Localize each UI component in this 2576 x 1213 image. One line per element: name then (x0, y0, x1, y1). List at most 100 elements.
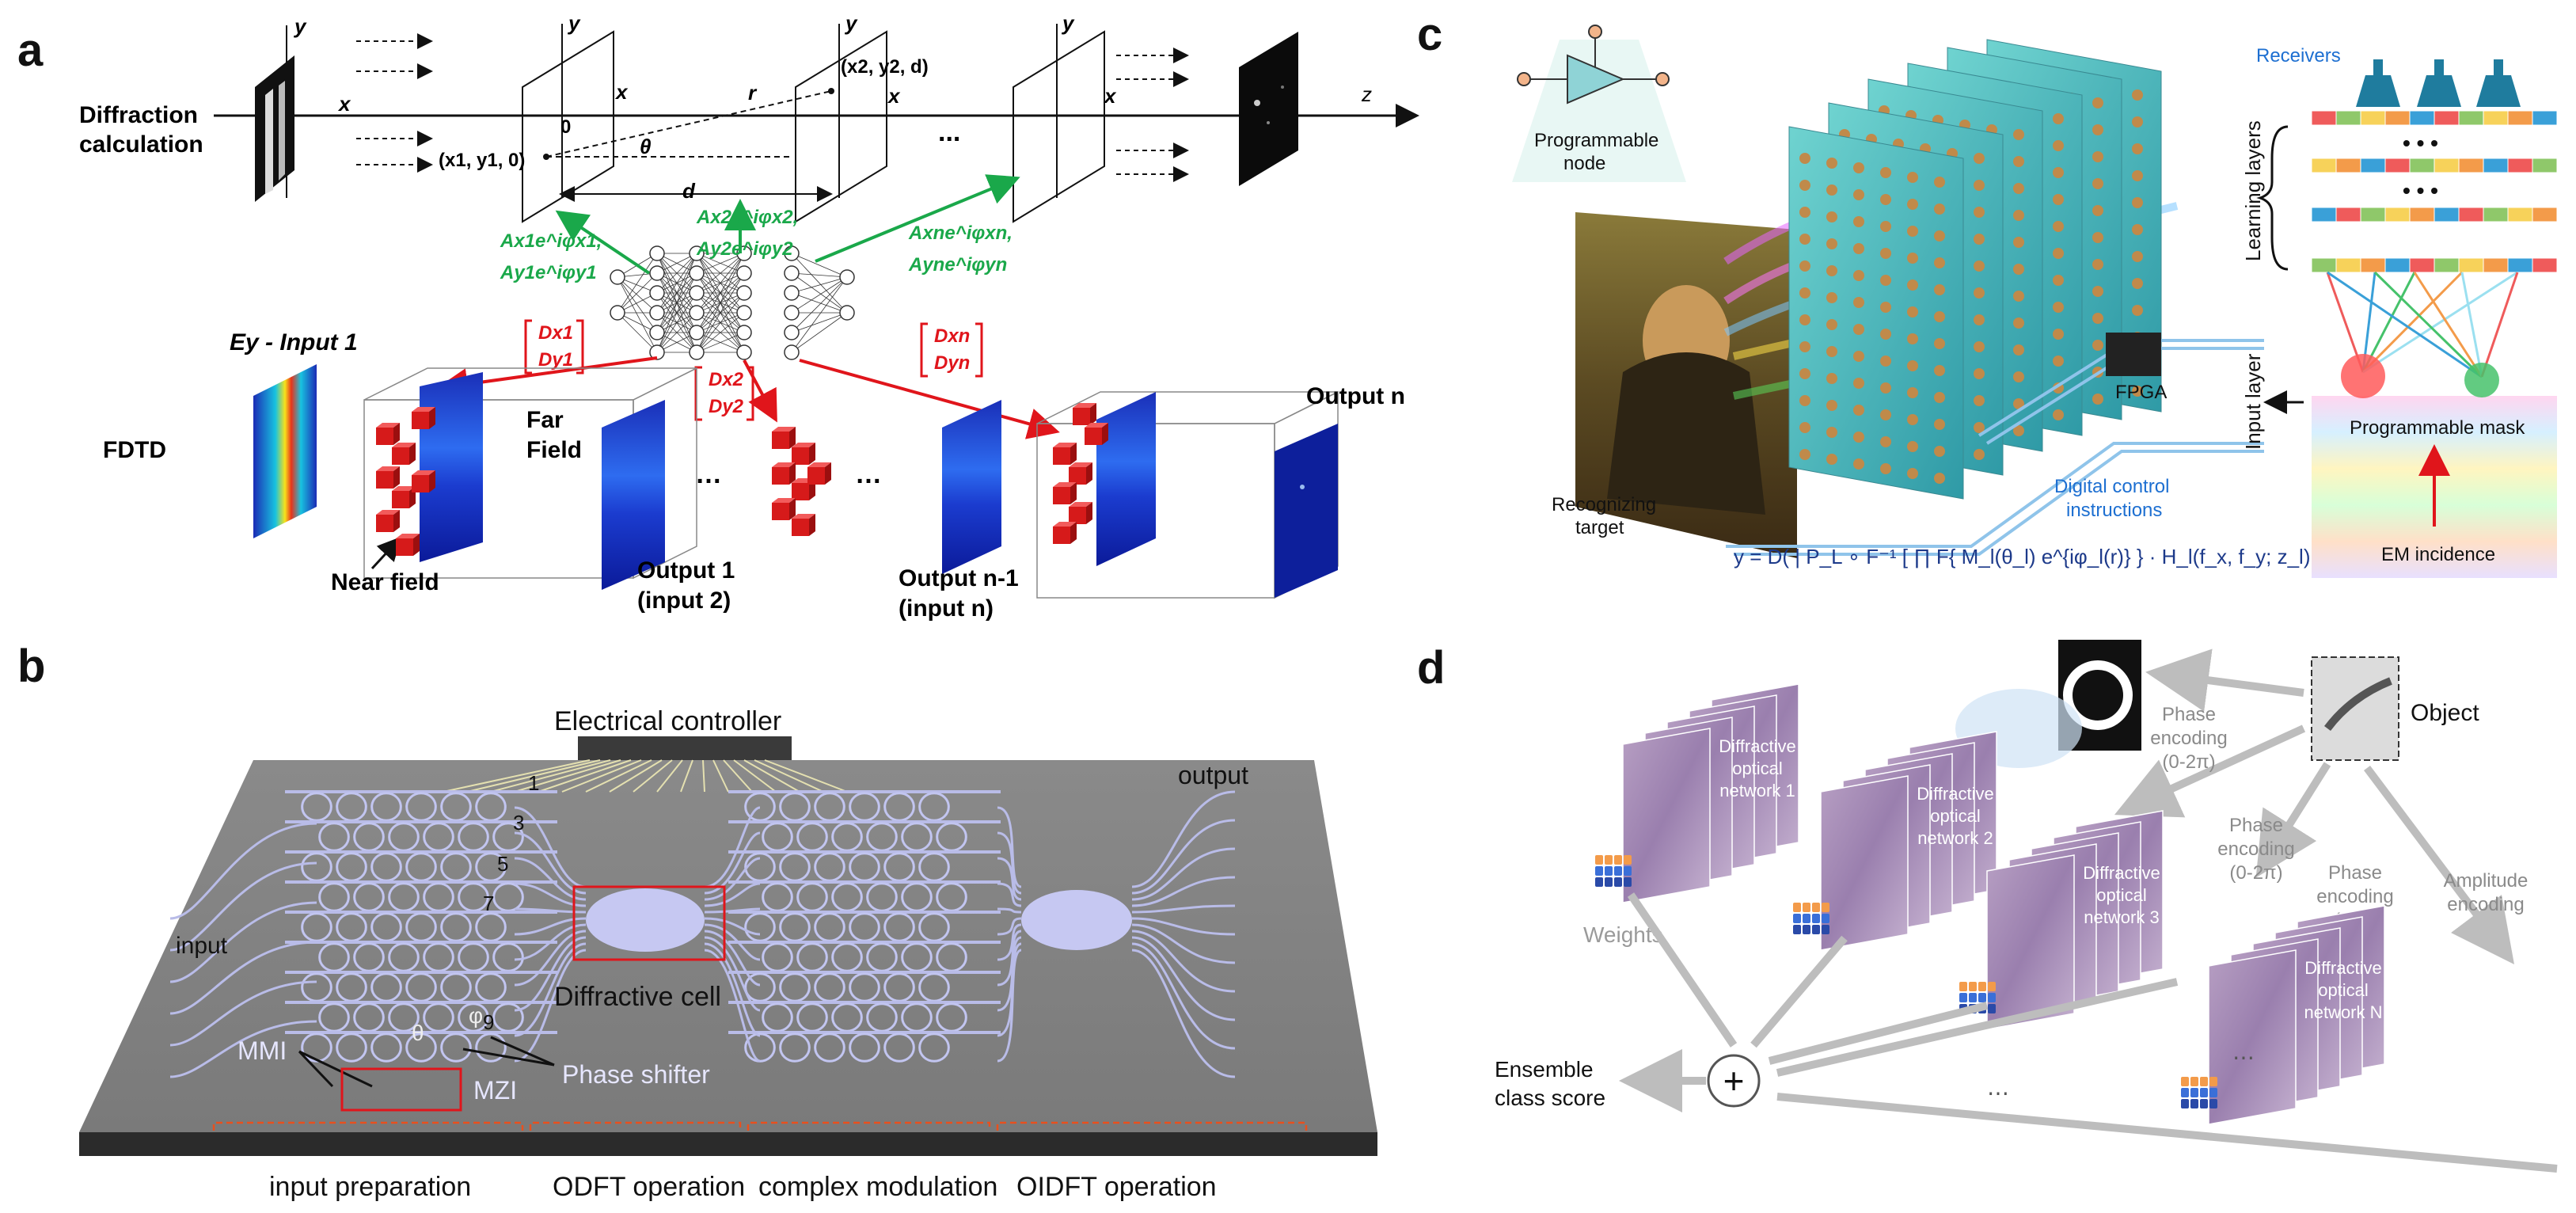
dots-2: … (855, 459, 882, 489)
panel-label-c: c (1417, 9, 1443, 60)
network-label: network 2 (1917, 828, 1993, 848)
point-2-label: (x2, y2, d) (841, 56, 929, 78)
diffractive-cell-2 (1021, 890, 1132, 950)
digital-control-label-1: Digital control (2054, 476, 2169, 497)
mmi-label: MMI (237, 1036, 287, 1065)
complex-modulation-mesh (728, 790, 1001, 1063)
digital-control-label-2: instructions (2066, 500, 2162, 521)
row-number-5: 5 (497, 852, 508, 876)
svg-text:x: x (1103, 84, 1117, 108)
fdtd-label: FDTD (103, 437, 166, 463)
programmable-node-label-2: node (1563, 153, 1605, 174)
panel-label-a: a (17, 25, 44, 76)
row-number-1: 1 (528, 771, 539, 795)
green-label-2a: Ax2e^iφx2, (696, 207, 798, 228)
fan-out-waveguides (169, 790, 1236, 1078)
svg-text:(0-2π): (0-2π) (2162, 751, 2215, 773)
green-label-1a: Ax1e^iφx1, (500, 230, 602, 252)
recognizing-target-label-2: target (1575, 517, 1624, 538)
stage-odft: ODFT operation (553, 1172, 745, 1202)
output-1-label: Output 1 (637, 557, 735, 584)
network-label: network 1 (1719, 781, 1795, 800)
svg-text:y: y (293, 14, 307, 38)
input-pattern-image: y x (255, 14, 351, 202)
point-1-label: (x1, y1, 0) (439, 150, 525, 171)
red-label-na: Dxn (934, 325, 970, 347)
input-layer-label: Input layer (2241, 353, 2265, 450)
near-field-image (420, 372, 483, 562)
green-label-nb: Ayne^iφyn (908, 254, 1007, 276)
neural-network-diagram (610, 245, 855, 360)
fpga-chip (2106, 333, 2161, 376)
input-preparation-mesh (285, 790, 557, 1063)
programmable-mask-label: Programmable mask (2350, 417, 2525, 439)
row-number-9: 9 (483, 1010, 494, 1034)
panel-a-diffraction: z y x y x 0 (x1, y1 (0, 0, 1425, 633)
red-label-1b: Dy1 (538, 349, 573, 371)
output-n-1-image (942, 400, 1001, 574)
network-label: network 3 (2084, 907, 2159, 927)
green-label-na: Axne^iφxn, (908, 222, 1013, 244)
diffraction-plane-3 (1005, 24, 1105, 223)
red-label-1a: Dx1 (538, 322, 573, 344)
row-number-3: 3 (513, 811, 524, 835)
mzi-label: MZI (473, 1076, 517, 1105)
svg-text:• • •: • • • (2403, 131, 2438, 155)
dots-1: … (695, 459, 722, 489)
svg-text:x: x (614, 80, 629, 104)
svg-text:encoding: encoding (2316, 886, 2393, 907)
network-label: Diffractive (1917, 784, 1993, 804)
ensemble-label-1: Ensemble (1495, 1057, 1594, 1082)
object-image (2311, 656, 2399, 761)
svg-text:(0-2π): (0-2π) (2229, 862, 2282, 884)
svg-text:r: r (748, 81, 758, 105)
svg-text:0: 0 (560, 116, 571, 138)
dashed-arrows (356, 33, 1189, 182)
diffraction-calculation-label-2: calculation (79, 131, 203, 158)
propagation-equation: y = D( | P_L ∘ F⁻¹ [ ∏ F{ M_l(θ_l) e^{iφ… (1734, 545, 2352, 568)
red-label-2b: Dy2 (709, 396, 744, 417)
fpga-label: FPGA (2115, 382, 2167, 403)
output-pattern-image (1239, 32, 1298, 186)
em-incidence-label: EM incidence (2381, 544, 2495, 565)
network-label: optical (2318, 980, 2369, 1000)
encoding-arrows (2114, 648, 2514, 964)
row-number-7: 7 (483, 892, 494, 915)
far-field-label-2: Field (526, 437, 582, 463)
metasurface-voxels (376, 403, 1108, 556)
diffractive-cell-label: Diffractive cell (554, 982, 721, 1012)
receiver-icons (2356, 59, 2521, 107)
plus-sign: + (1723, 1060, 1745, 1101)
diffraction-plane-2 (788, 24, 887, 223)
ensemble-label-2: class score (1495, 1086, 1605, 1110)
svg-text:y: y (1061, 11, 1075, 35)
red-label-nb: Dyn (934, 352, 970, 374)
ey-field-image (253, 364, 317, 538)
panel-d-svg: Object Phase encoding (0-2π) Phase encod… (1495, 640, 2558, 1173)
output-1-sublabel: (input 2) (637, 587, 731, 614)
panel-label-b: b (17, 641, 46, 692)
theta-label: θ (412, 1021, 424, 1045)
diffraction-calculation-label-1: Diffraction (79, 102, 198, 128)
mzi-highlight (340, 1067, 462, 1112)
green-label-2b: Ay2e^iφy2 (696, 238, 793, 260)
svg-text:⋯: ⋯ (1987, 1081, 2009, 1105)
controller-wires (443, 759, 848, 793)
network-label: optical (1732, 759, 1783, 778)
svg-text:y: y (844, 11, 858, 35)
svg-text:encoding: encoding (2447, 894, 2524, 915)
phase-shifter-label: Phase shifter (562, 1060, 710, 1089)
output-label: output (1178, 761, 1248, 789)
programmable-node-icon (1512, 25, 1686, 182)
network-label: Diffractive (2304, 958, 2381, 978)
object-label: Object (2411, 700, 2479, 726)
diffraction-plane-1 (515, 24, 614, 223)
network-label: optical (2096, 885, 2147, 905)
svg-text:x: x (887, 84, 901, 108)
diffractive-cell-1 (586, 888, 705, 952)
output-n-image (1275, 424, 1338, 598)
electrical-controller-block (578, 736, 792, 760)
recognizing-target-label-1: Recognizing (1552, 494, 1656, 515)
far-field-label-1: Far (526, 407, 564, 433)
